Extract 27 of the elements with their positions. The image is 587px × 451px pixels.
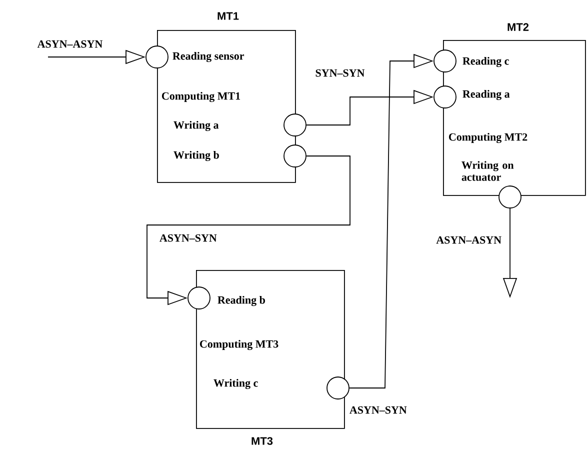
module-title: MT1	[218, 12, 239, 20]
edge-label: SYN–SYN	[314, 68, 366, 78]
task-text: Computing MT2	[448, 132, 528, 144]
port-circle	[498, 186, 522, 208]
task-text: Reading c	[462, 56, 509, 68]
edge-label: ASYN–SYN	[348, 405, 408, 415]
port-circle	[434, 50, 456, 72]
module-title: MT3	[252, 437, 273, 445]
edge-label: ASYN–ASYN	[435, 235, 503, 245]
task-text: Reading sensor	[172, 52, 244, 62]
port-circle	[188, 286, 210, 310]
port-circle	[326, 376, 350, 400]
task-text: Writing a	[174, 120, 219, 132]
task-text: Writing on actuator	[462, 161, 514, 181]
edge-label: ASYN–ASYN	[36, 39, 104, 49]
module-title: MT2	[508, 23, 529, 31]
task-text: Writing c	[214, 378, 258, 390]
task-text: Reading b	[218, 296, 265, 306]
task-text: Reading a	[462, 90, 510, 100]
task-text: Computing MT1	[162, 92, 240, 102]
port-circle	[284, 114, 306, 136]
edge-label: ASYN–SYN	[158, 233, 218, 243]
port-circle	[146, 46, 168, 68]
port-circle	[284, 144, 306, 168]
task-text: Computing MT3	[200, 340, 278, 350]
task-text: Writing b	[174, 150, 219, 162]
port-circle	[434, 86, 456, 108]
